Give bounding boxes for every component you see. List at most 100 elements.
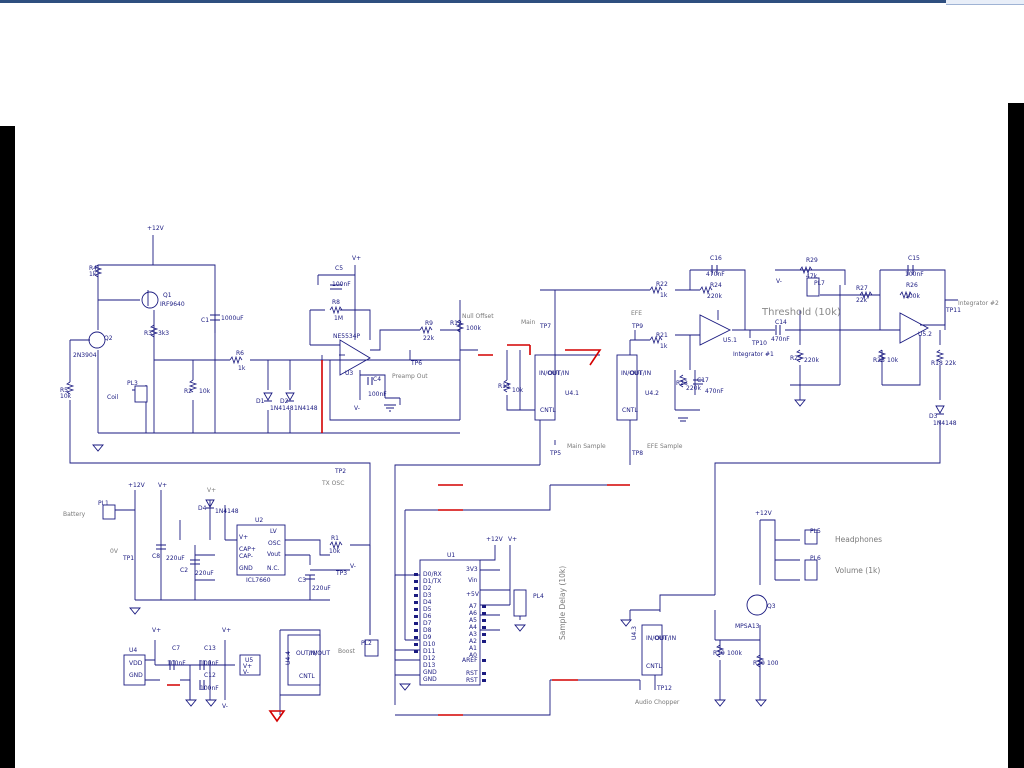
label-vminus-tp3: V- [350,563,356,570]
label-r8: R8 [332,299,340,306]
label-r3: R3 [144,330,152,337]
label-c5: C5 [335,265,343,272]
label-c16-val: 470nF [706,271,725,278]
u1-pin-right: A0 [469,652,477,659]
u1-pin-left: GND [423,669,437,676]
label-c12-val: 100nF [200,685,219,692]
label-pin-cap-p: CAP+ [239,546,256,553]
label-tp12: TP12 [656,685,672,692]
label-main: Main [521,319,536,326]
label-efe: EFE [631,310,642,317]
label-vplus-u1: V+ [508,536,517,543]
label-r24: R24 [710,282,722,289]
label-vplus-left: V+ [158,482,167,489]
label-r19-val: 100k [727,650,742,657]
label-u5: U5 [245,657,253,664]
label-u2: U2 [255,517,263,524]
label-c12: C12 [204,672,216,679]
label-c14: C14 [775,319,787,326]
label-u41: U4.1 [565,390,579,397]
label-c16: C16 [710,255,722,262]
u1-pin-left: D2 [423,585,432,592]
window-title-strip [0,0,1024,3]
label-boost: Boost [338,648,356,655]
label-u3-part: NE5534P [333,333,361,340]
u1-pin-right: 3V3 [466,566,478,573]
label-r28: R28 [873,357,885,364]
label-pin-lv: LV [270,528,278,535]
label-c13-val: 100nF [200,660,219,667]
label-u42-inout: IN/OUT [621,370,642,377]
label-efe-sample: EFE Sample [647,443,683,450]
label-sample-delay: Sample Delay (10k) [558,566,567,640]
highlighted-wires [167,344,630,716]
label-u51: U5.1 [723,337,737,344]
u1-pin-left: D12 [423,655,435,662]
label-vminus-r29: V- [776,278,782,285]
label-pin-gnd: GND [239,565,253,572]
label-c3-val: 220uF [312,585,331,592]
u1-pin-right: A6 [469,610,477,617]
label-gnd-u4: GND [129,672,143,679]
label-r8-val: 1M [334,315,343,322]
label-c8-val: 220uF [166,555,185,562]
u1-pin-left: D4 [423,599,432,606]
label-r22: R22 [656,281,668,288]
label-vminus-pin-u5: V- [243,669,249,676]
label-r21-val: 1k [660,343,668,350]
label-vplus-u3: V+ [352,255,361,262]
label-d3: D3 [929,413,938,420]
label-tp11: TP11 [945,307,961,314]
label-u44-outin: OUT/IN [296,650,317,657]
window-control-tab[interactable] [946,0,1024,5]
u1-right-pins: 3V3 Vin +5V A7 A6 A5 A4 A3 A2 A1 A0 AREF… [462,566,480,684]
label-r2-val: 10k [199,388,211,395]
label-r19: R19 [713,650,725,657]
u1-pin-left: D7 [423,620,432,627]
label-q3-part: MPSA13 [735,623,760,630]
u1-pin-right: AREF [462,657,478,664]
label-u1: U1 [447,552,455,559]
u1-pin-left: D9 [423,634,432,641]
label-pin-nc: N.C. [267,565,280,572]
u1-pin-right: A2 [469,638,477,645]
u1-pin-left: D1/TX [423,578,441,585]
label-tx-osc: TX OSC [321,480,344,487]
u1-pin-left: D8 [423,627,432,634]
label-tp8: TP8 [631,450,643,457]
label-c1-val: 1000uF [221,315,244,322]
label-pl1: PL1 [98,500,109,507]
label-u43: U4.3 [631,626,638,640]
label-r20-val: 100 [767,660,779,667]
u1-pin-left: D11 [423,648,435,655]
u1-pin-right: A4 [469,624,477,631]
label-d4-val: 1N4148 [215,508,239,515]
label-d1: D1 [256,398,265,405]
resistors [65,264,945,668]
label-r23: R23 [676,380,688,387]
label-battery: Battery [63,511,86,518]
label-q3: Q3 [767,603,776,610]
label-headphones: Headphones [835,535,882,544]
u1-pin-left: D5 [423,606,432,613]
label-null-offset: Null Offset [462,313,494,320]
diodes [205,392,945,509]
label-r25-val: 220k [804,357,819,364]
label-u44-inout: IN/OUT [309,650,330,657]
label-r21: R21 [656,332,668,339]
label-pl6: PL6 [810,555,821,562]
label-r23-val: 220k [686,385,701,392]
u1-left-pins: D0/RX D1/TX D2 D3 D4 D5 D6 D7 D8 D9 D10 … [423,571,442,683]
u1-pin-markers [414,573,486,682]
label-d2: D2 [280,398,289,405]
opamps [88,291,929,616]
label-c17-val: 470nF [705,388,724,395]
label-u44-cntl: CNTL [299,673,315,680]
u1-pin-left: GND [423,676,437,683]
label-v12-u1: +12V [486,536,504,543]
label-u43-inout: IN/OUT [646,635,667,642]
label-vminus-u3: V- [354,405,360,412]
label-v12-mid: +12V [128,482,146,489]
label-r24-val: 220k [707,293,722,300]
